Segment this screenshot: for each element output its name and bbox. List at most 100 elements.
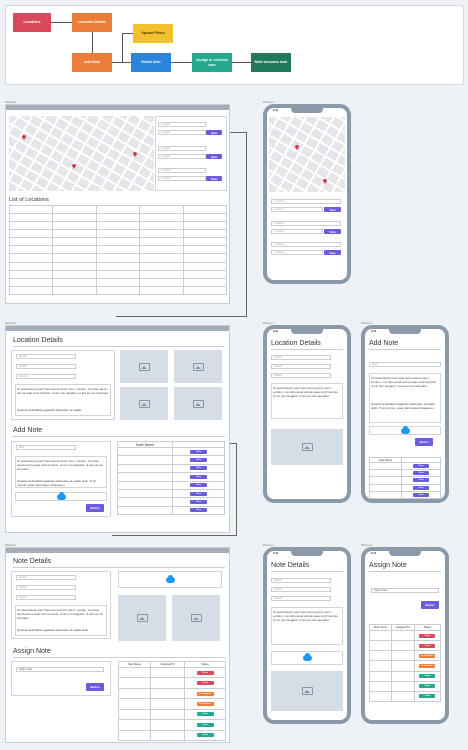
- flow-connector: [171, 62, 192, 63]
- photo-placeholder: [118, 595, 166, 641]
- table-cell: [95, 237, 141, 247]
- table-cell: [8, 269, 54, 279]
- cloud-upload-icon: [165, 574, 175, 583]
- details-text: Ut securtuletur puer hous aut uomnim tuu…: [273, 386, 339, 399]
- window-bar: [6, 105, 229, 110]
- status-badge: To do: [419, 643, 436, 648]
- table-cell: [52, 269, 97, 279]
- note-text: Quando ambulabat agebatis adtendere ta q…: [371, 402, 436, 411]
- photo-placeholder: [174, 387, 222, 420]
- map-pin-icon[interactable]: [72, 156, 76, 169]
- table-cell: [139, 253, 184, 263]
- upload-photo-button[interactable]: [369, 425, 441, 435]
- view-note-button[interactable]: View: [413, 492, 430, 497]
- action-cell: View: [401, 476, 441, 485]
- status-time: 9:41: [273, 109, 279, 112]
- view-note-button[interactable]: View: [190, 449, 208, 454]
- action-cell: View: [401, 490, 441, 499]
- details-field: Details: [271, 578, 331, 583]
- status-badge: To do: [196, 681, 214, 686]
- details-field: Details: [16, 595, 76, 600]
- flow-connector: [236, 443, 237, 535]
- map-view[interactable]: [9, 116, 154, 191]
- view-location-button[interactable]: View: [324, 250, 341, 255]
- frame-label: Website: [5, 543, 16, 547]
- map-pin-icon[interactable]: [22, 127, 26, 140]
- note-name-cell: [368, 483, 403, 492]
- map-pin-icon[interactable]: [133, 144, 137, 157]
- assigned-to-cell: [149, 708, 186, 721]
- location-field: Location: [158, 146, 206, 151]
- view-note-button[interactable]: View: [190, 483, 208, 488]
- image-icon: [301, 443, 313, 451]
- view-note-button[interactable]: View: [413, 471, 430, 476]
- table-row: Done: [118, 708, 226, 721]
- note-name-cell: [369, 660, 392, 672]
- photo-placeholder: [120, 387, 168, 420]
- add-note-button[interactable]: Button: [86, 504, 104, 512]
- map-pin-icon[interactable]: [323, 171, 327, 184]
- view-note-button[interactable]: View: [190, 458, 208, 463]
- status-badge: In Progress: [419, 653, 436, 658]
- view-location-button[interactable]: View: [206, 130, 222, 135]
- window-bar: [6, 326, 229, 331]
- view-note-button[interactable]: View: [190, 491, 208, 496]
- table-row: View: [116, 488, 225, 499]
- assign-button[interactable]: Button: [421, 601, 439, 609]
- assign-note-title: Assign Note: [369, 562, 407, 569]
- select-user-dropdown[interactable]: Select User: [16, 667, 104, 672]
- photo-placeholder: [120, 350, 168, 383]
- table-cell: [182, 237, 228, 247]
- action-cell: View: [172, 505, 225, 516]
- upload-photo-button[interactable]: [118, 571, 222, 588]
- table-row: To do: [118, 666, 226, 679]
- table-row: In Progress: [369, 660, 442, 672]
- table-cell: [95, 221, 141, 231]
- view-note-button[interactable]: View: [190, 499, 208, 504]
- table-cell: [52, 245, 97, 255]
- table-row: View: [116, 455, 225, 465]
- table-cell: [182, 204, 228, 215]
- note-name-cell: [369, 680, 392, 692]
- view-location-button[interactable]: View: [206, 154, 222, 159]
- table-cell: [8, 277, 54, 287]
- upload-photo-button[interactable]: [271, 651, 343, 665]
- view-location-button[interactable]: View: [324, 229, 341, 234]
- view-note-button[interactable]: View: [190, 466, 208, 471]
- view-note-button[interactable]: View: [413, 485, 430, 490]
- status-badge: Done: [419, 694, 436, 699]
- photo-placeholder: [172, 595, 220, 641]
- note-name-cell: [369, 629, 392, 642]
- view-note-button[interactable]: View: [190, 508, 208, 513]
- assigned-to-cell: [149, 677, 186, 689]
- note-name-cell: [368, 490, 403, 499]
- select-user-dropdown[interactable]: Select User: [371, 588, 439, 593]
- view-location-button[interactable]: View: [206, 176, 222, 181]
- add-note-title: Add Note: [369, 340, 399, 347]
- view-location-button[interactable]: View: [324, 207, 341, 212]
- locations-list-title: List of Locations: [9, 197, 49, 203]
- flow-connector: [116, 316, 247, 317]
- status-cell: In Progress: [413, 650, 442, 662]
- image-icon: [190, 614, 202, 622]
- map-view[interactable]: [269, 117, 345, 192]
- note-name-cell: [118, 719, 151, 731]
- note-text: Ut securtuletur puer hous aut uomnim tuu…: [371, 376, 437, 389]
- frame-label: Phone 1: [263, 543, 275, 547]
- upload-photo-button[interactable]: [15, 491, 107, 501]
- location-field: Location: [158, 176, 206, 181]
- add-note-button[interactable]: Button: [415, 438, 433, 446]
- assign-button[interactable]: Button: [86, 683, 104, 691]
- view-note-button[interactable]: View: [413, 478, 430, 483]
- details-textarea: [15, 384, 111, 416]
- location-field: Location: [271, 199, 341, 204]
- map-pin-icon[interactable]: [295, 137, 299, 150]
- view-note-button[interactable]: View: [190, 474, 208, 479]
- status-cell: Done: [413, 690, 442, 703]
- image-icon: [192, 362, 204, 371]
- table-row: View: [368, 476, 441, 485]
- assigned-to-cell: [390, 670, 415, 682]
- flow-connector: [232, 62, 251, 63]
- view-note-button[interactable]: View: [413, 464, 430, 469]
- flow-connector: [246, 132, 247, 316]
